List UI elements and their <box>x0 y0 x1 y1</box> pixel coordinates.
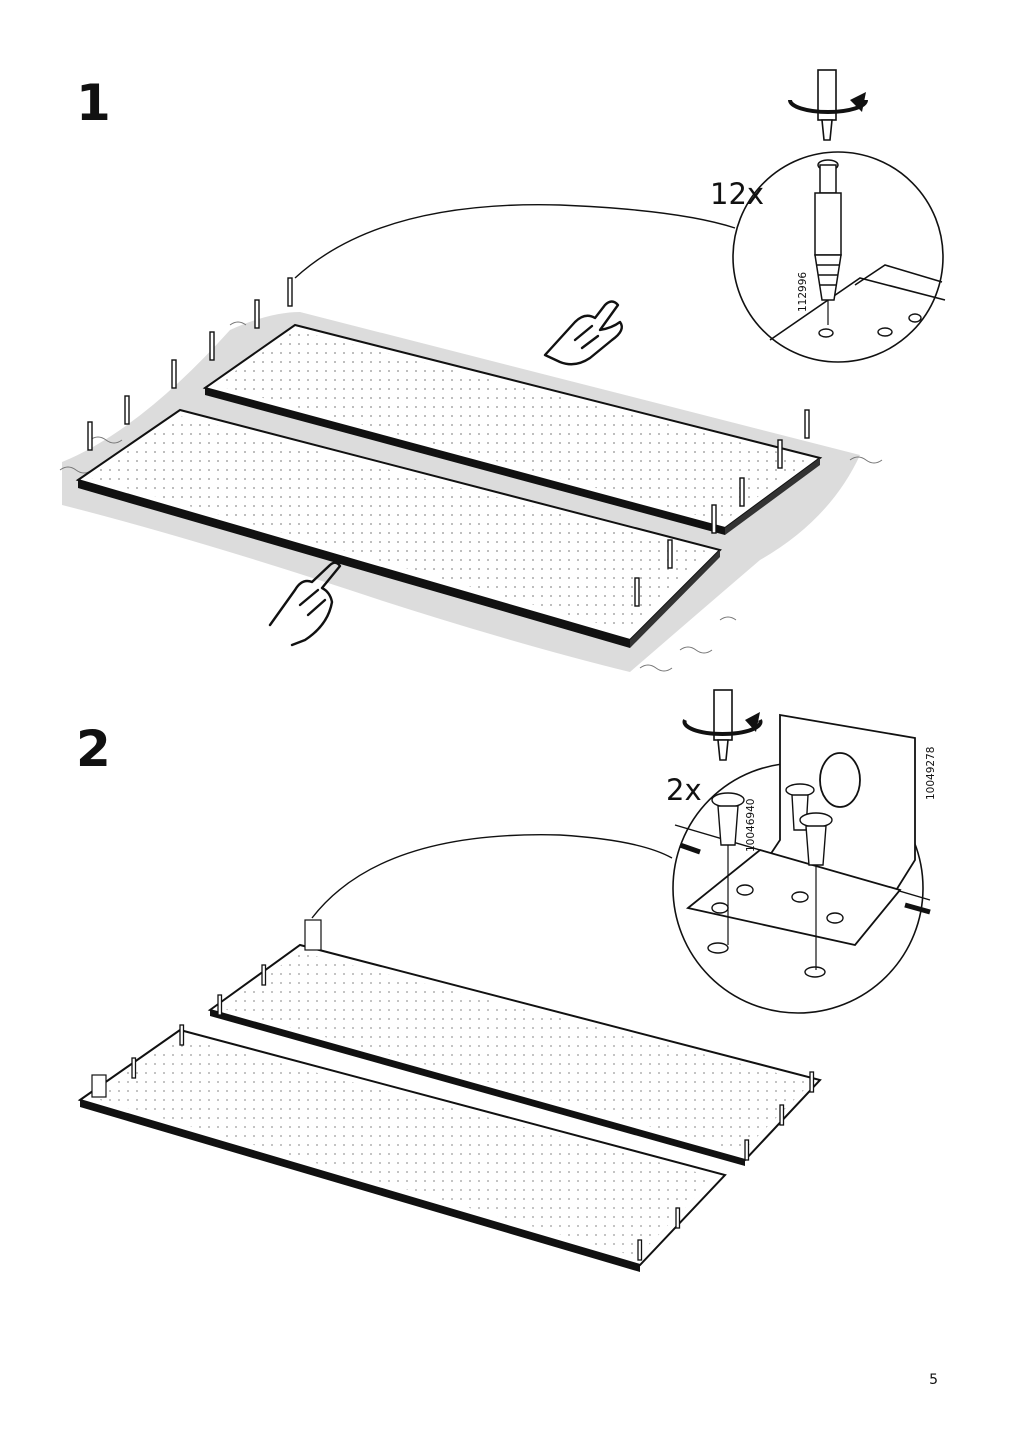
hand-press-icon <box>543 300 623 366</box>
panel-back-step2 <box>207 943 822 1166</box>
part-number: 10049278 <box>925 746 937 800</box>
part-number: 112996 <box>797 271 809 312</box>
callout-circle-step1 <box>732 151 946 363</box>
step1-illustration <box>59 69 946 672</box>
step2-illustration <box>77 689 931 1272</box>
screwdriver-rotate-icon <box>682 689 763 761</box>
part-number: 10046940 <box>745 798 757 852</box>
step-number: 2 <box>76 720 111 778</box>
panel-front <box>75 408 722 648</box>
screwdriver-rotate-icon <box>788 69 868 141</box>
page-number: 5 <box>929 1372 938 1388</box>
callout-leader <box>294 203 736 279</box>
dowels-step1 <box>87 277 810 607</box>
panel-front-step2 <box>77 1028 727 1272</box>
step-number: 1 <box>76 74 111 132</box>
panel-back <box>202 323 823 535</box>
hand-press-icon <box>268 561 342 647</box>
quantity-label: 12x <box>710 177 765 211</box>
callout-circle-step2 <box>672 713 931 1014</box>
quantity-label: 2x <box>666 773 702 807</box>
